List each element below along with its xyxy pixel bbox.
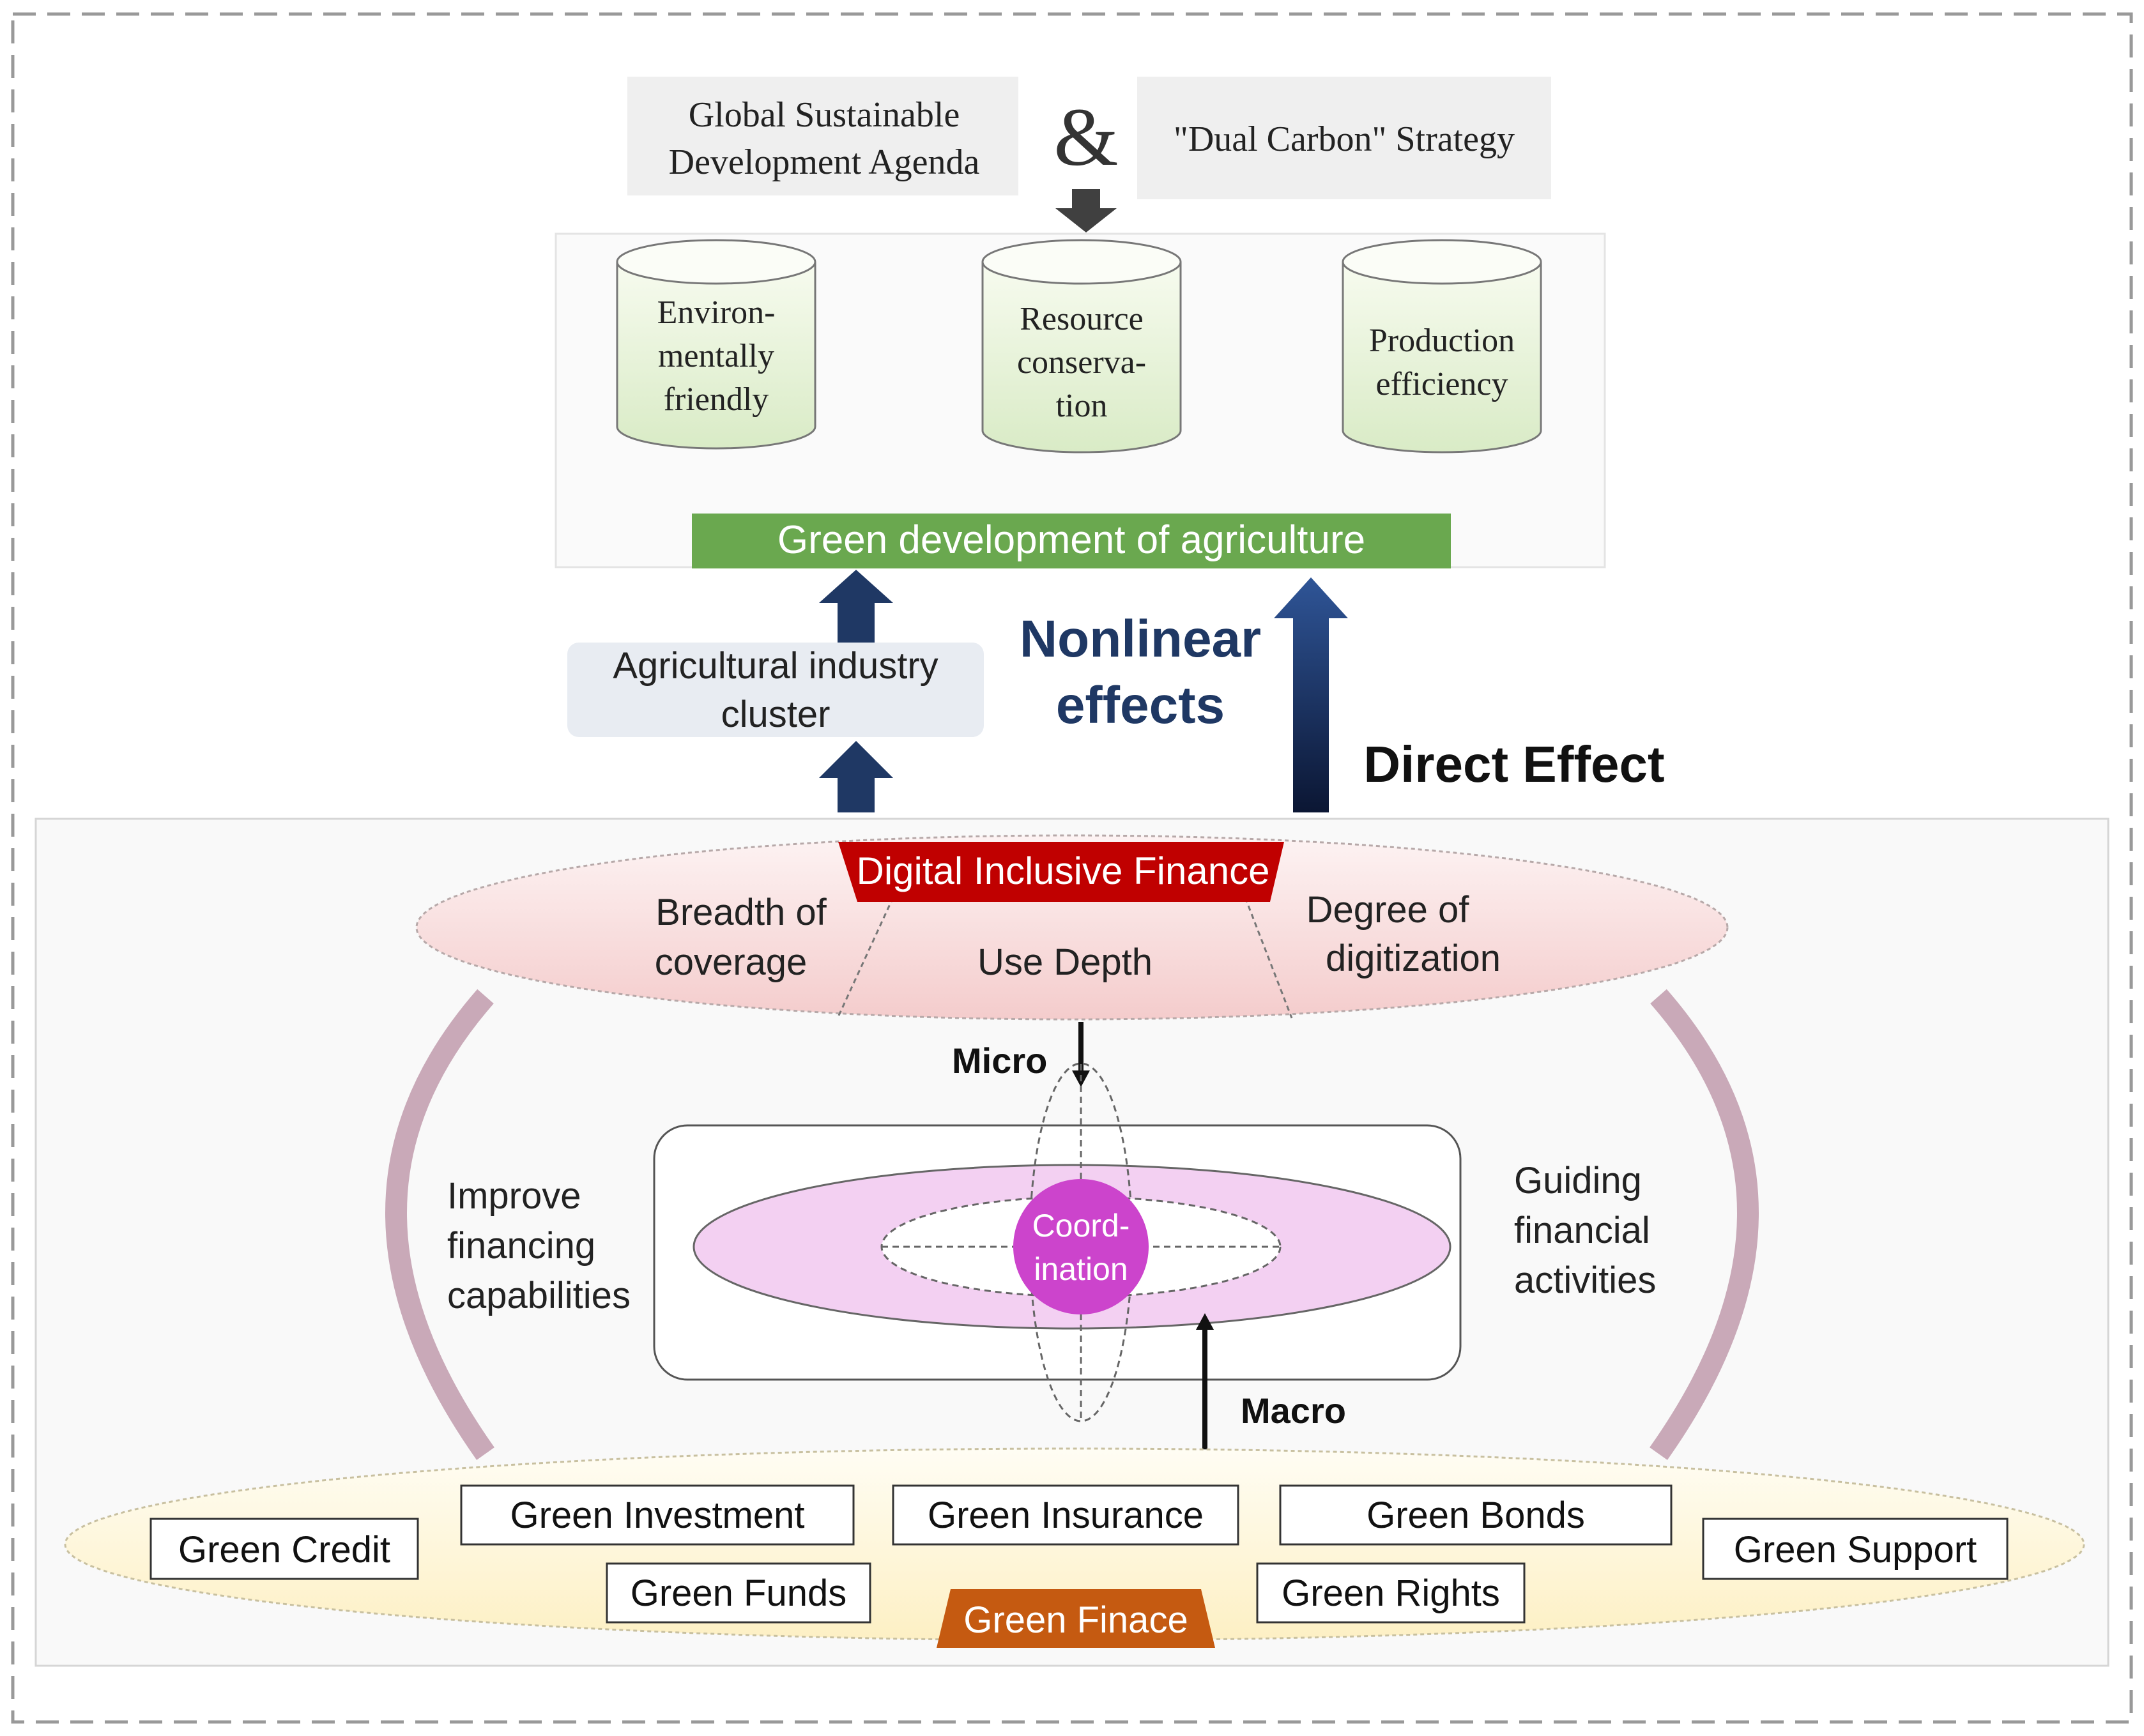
macro-arrow-head bbox=[1196, 1313, 1214, 1330]
mediator-up-arrow-top bbox=[819, 570, 893, 643]
pillar-cylinder-2: Resource conserva- tion bbox=[981, 239, 1182, 453]
green-funds-box bbox=[606, 1562, 871, 1624]
green-support-box bbox=[1702, 1518, 2009, 1580]
dif-breadth-line-1: Breadth of bbox=[655, 892, 827, 933]
dif-digitization-line-2: digitization bbox=[1326, 938, 1501, 979]
green-rights-box bbox=[1256, 1562, 1526, 1624]
pillar-1-line-2: mentally bbox=[658, 338, 774, 374]
dif-title: Digital Inclusive Finance bbox=[857, 849, 1270, 892]
agenda-box bbox=[627, 77, 1018, 195]
mediator-up-arrow-bottom bbox=[819, 741, 893, 812]
coordination-circle bbox=[1013, 1179, 1149, 1314]
context-down-arrow bbox=[1055, 189, 1117, 232]
ampersand: & bbox=[1053, 91, 1118, 183]
dif-breadth-line-2: coverage bbox=[655, 941, 808, 983]
green-investment-box bbox=[460, 1484, 855, 1546]
pillar-3-line-2: efficiency bbox=[1376, 366, 1508, 402]
green-credit-box bbox=[149, 1518, 419, 1580]
outcome-bar bbox=[692, 514, 1451, 568]
mediator-box bbox=[567, 643, 984, 737]
pillar-1-line-1: Environ- bbox=[657, 294, 776, 331]
right-mechanism-line-2: financial bbox=[1514, 1210, 1650, 1251]
nonlinear-effects-line-2: effects bbox=[1056, 676, 1225, 735]
pillar-3-line-1: Production bbox=[1369, 323, 1515, 359]
pillar-2-line-2: conserva- bbox=[1017, 344, 1146, 381]
macro-label: Macro bbox=[1241, 1390, 1346, 1431]
nonlinear-effects-line-1: Nonlinear bbox=[1020, 610, 1261, 668]
green-bonds-label: Green Bonds bbox=[1367, 1495, 1585, 1536]
left-mechanism-arc bbox=[385, 989, 494, 1460]
pillar-cylinder-1: Environ- mentally friendly bbox=[616, 239, 816, 450]
coordination-line-2: ination bbox=[1034, 1251, 1128, 1287]
green-finance-title: Green Finace bbox=[963, 1599, 1188, 1641]
green-insurance-box bbox=[892, 1484, 1239, 1546]
left-mechanism-line-3: capabilities bbox=[447, 1275, 631, 1316]
right-mechanism-line-3: activities bbox=[1514, 1260, 1656, 1301]
pillar-cylinder-3: Production efficiency bbox=[1342, 239, 1542, 453]
pillar-2-line-1: Resource bbox=[1020, 301, 1143, 337]
left-mechanism-line-2: financing bbox=[447, 1225, 595, 1267]
dif-digitization-line-1: Degree of bbox=[1306, 889, 1470, 931]
mediator-line-2: cluster bbox=[721, 694, 831, 735]
mediator-line-1: Agricultural industry bbox=[613, 645, 938, 687]
green-bonds-box bbox=[1279, 1484, 1673, 1546]
green-support-label: Green Support bbox=[1734, 1529, 1977, 1571]
right-mechanism-arc bbox=[1650, 989, 1759, 1460]
strategy-box bbox=[1137, 77, 1551, 199]
dif-title-banner bbox=[838, 842, 1284, 902]
green-investment-label: Green Investment bbox=[510, 1495, 805, 1536]
left-mechanism-line-1: Improve bbox=[447, 1175, 581, 1217]
pillar-2-line-3: tion bbox=[1056, 388, 1108, 424]
strategy-text: "Dual Carbon" Strategy bbox=[1174, 119, 1515, 159]
agenda-line-1: Global Sustainable bbox=[689, 95, 960, 135]
green-credit-label: Green Credit bbox=[178, 1529, 390, 1571]
green-funds-label: Green Funds bbox=[631, 1572, 847, 1614]
outcome-label: Green development of agriculture bbox=[777, 518, 1365, 562]
dif-ellipse bbox=[415, 834, 1729, 1021]
direct-effect-label: Direct Effect bbox=[1363, 736, 1664, 793]
pillar-1-line-3: friendly bbox=[664, 381, 769, 418]
green-insurance-label: Green Insurance bbox=[928, 1495, 1204, 1536]
dif-depth: Use Depth bbox=[977, 941, 1152, 983]
micro-label: Micro bbox=[952, 1040, 1047, 1081]
agenda-line-2: Development Agenda bbox=[669, 142, 980, 182]
dif-divider-left bbox=[837, 888, 898, 1017]
right-mechanism-line-1: Guiding bbox=[1514, 1160, 1642, 1201]
green-finance-title-banner bbox=[937, 1589, 1215, 1648]
coordination-line-1: Coord- bbox=[1032, 1208, 1130, 1244]
green-rights-label: Green Rights bbox=[1282, 1572, 1500, 1614]
outer-frame bbox=[11, 12, 2133, 1724]
direct-effect-arrow bbox=[1274, 577, 1348, 812]
